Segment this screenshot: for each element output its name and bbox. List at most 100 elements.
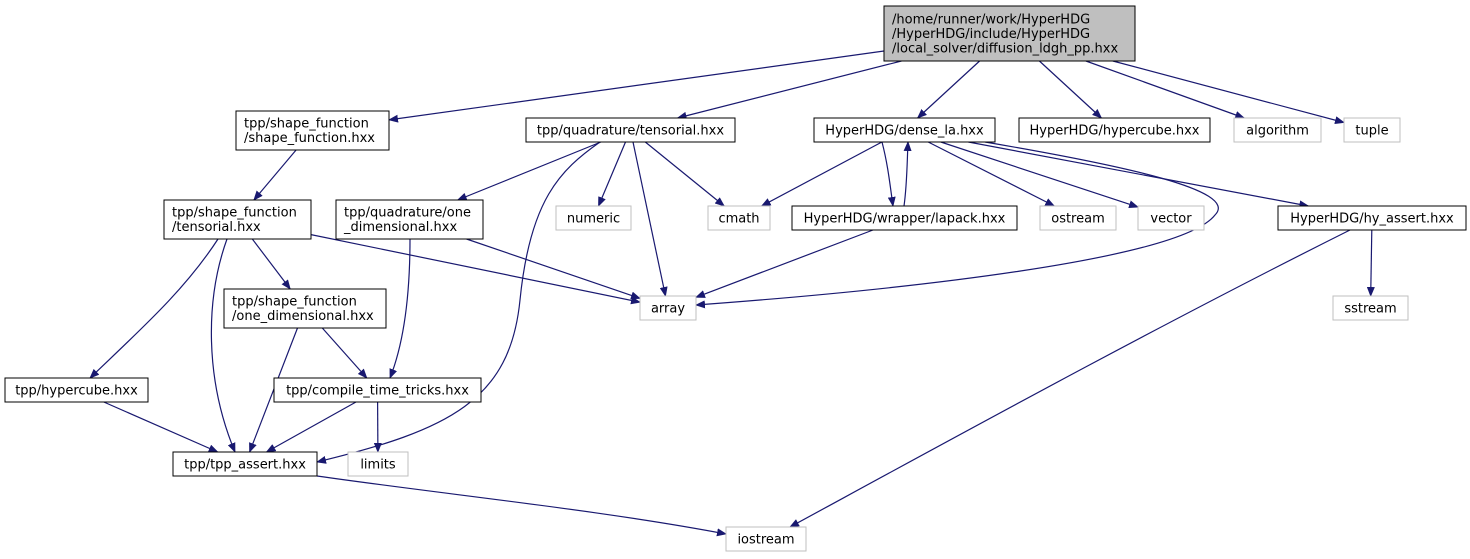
node-dense_la[interactable]: HyperHDG/dense_la.hxx (813, 117, 996, 143)
node-hy_assert[interactable]: HyperHDG/hy_assert.hxx (1277, 205, 1467, 231)
edge-hy_assert-to-sstream (1366, 229, 1375, 297)
edge-quad_tens-to-tpp_assert (316, 141, 601, 464)
node-limits: limits (347, 451, 409, 477)
edge-quad_tens-to-quad_one (456, 141, 602, 201)
edge-compile_time-to-tpp_assert (265, 401, 357, 453)
node-label-line: tpp/shape_function (244, 117, 369, 132)
node-label-line: _dimensional.hxx (343, 220, 457, 235)
edge-root-to-hypercube_hdg (1038, 60, 1103, 119)
node-quad_one[interactable]: tpp/quadrature/one_dimensional.hxx (335, 199, 484, 240)
edge-dense_la-to-cmath (760, 141, 883, 207)
node-box (1137, 205, 1205, 231)
node-quad_tens[interactable]: tpp/quadrature/tensorial.hxx (525, 117, 736, 143)
node-label-line: limits (360, 457, 396, 472)
node-box (639, 295, 697, 321)
node-lapack[interactable]: HyperHDG/wrapper/lapack.hxx (791, 205, 1018, 231)
node-label-line: /one_dimensional.hxx (232, 309, 374, 324)
node-box (163, 199, 312, 240)
node-box (223, 288, 387, 329)
node-label-line: algorithm (1246, 123, 1309, 138)
edge-dense_la-to-ostream (927, 141, 1056, 207)
edge-lapack-to-array (695, 229, 874, 298)
node-label-line: HyperHDG/dense_la.hxx (825, 123, 984, 138)
node-box (1277, 205, 1467, 231)
node-label-line: tuple (1355, 123, 1388, 138)
edge-dense_la-to-vector (940, 141, 1139, 209)
edge-quad_tens-to-array (632, 141, 668, 297)
node-box (172, 451, 318, 477)
edge-dense_la-to-hy_assert (968, 141, 1310, 209)
node-box (813, 117, 996, 143)
node-label-line: /HyperHDG/include/HyperHDG (892, 27, 1090, 42)
node-box (1233, 117, 1322, 143)
node-label-line: numeric (567, 211, 620, 226)
node-box (555, 205, 632, 231)
node-box (883, 5, 1136, 62)
node-numeric: numeric (555, 205, 632, 231)
node-box (347, 451, 409, 477)
node-box (1332, 295, 1409, 321)
node-label-line: /tensorial.hxx (172, 220, 261, 235)
edge-tpp_assert-to-iostream (316, 475, 727, 537)
edge-root-to-algorithm (1085, 60, 1246, 119)
node-label-line: HyperHDG/hy_assert.hxx (1290, 211, 1454, 226)
edge-hy_assert-to-iostream (789, 229, 1351, 528)
edge-sf_tens-to-tpp_hypercube (89, 238, 219, 379)
node-box (273, 377, 482, 403)
node-root[interactable]: /home/runner/work/HyperHDG/HyperHDG/incl… (883, 5, 1136, 62)
node-label-line: tpp/hypercube.hxx (15, 383, 138, 398)
node-box (791, 205, 1018, 231)
node-box (1039, 205, 1117, 231)
edge-sf_tens-to-array (310, 234, 641, 305)
node-label-line: /home/runner/work/HyperHDG (892, 12, 1090, 27)
node-box (335, 199, 484, 240)
node-sstream: sstream (1332, 295, 1409, 321)
node-box (235, 110, 390, 151)
edge-sf_shape-to-sf_tens (253, 149, 297, 201)
node-tuple: tuple (1343, 117, 1401, 143)
node-box (4, 377, 149, 403)
node-label-line: sstream (1344, 301, 1396, 316)
node-sf_shape[interactable]: tpp/shape_function/shape_function.hxx (235, 110, 390, 151)
node-box (725, 526, 807, 552)
node-array: array (639, 295, 697, 321)
node-vector: vector (1137, 205, 1205, 231)
edge-sf_tens-to-tpp_assert (210, 238, 236, 453)
edge-root-to-dense_la (916, 60, 981, 119)
edge-quad_one-to-array (466, 238, 641, 300)
node-label-line: tpp/shape_function (232, 295, 357, 310)
node-box (1343, 117, 1401, 143)
edge-root-to-sf_shape (388, 50, 885, 123)
node-box (707, 205, 771, 231)
node-sf_one[interactable]: tpp/shape_function/one_dimensional.hxx (223, 288, 387, 329)
node-compile_time[interactable]: tpp/compile_time_tricks.hxx (273, 377, 482, 403)
node-box (1018, 117, 1211, 143)
node-sf_tens[interactable]: tpp/shape_function/tensorial.hxx (163, 199, 312, 240)
edge-quad_tens-to-numeric (597, 141, 627, 207)
node-label-line: array (651, 301, 685, 316)
nodes-layer: /home/runner/work/HyperHDG/HyperHDG/incl… (4, 5, 1467, 552)
edge-quad_tens-to-cmath (644, 141, 725, 207)
node-iostream: iostream (725, 526, 807, 552)
node-label-line: tpp/quadrature/one (344, 206, 471, 221)
node-ostream: ostream (1039, 205, 1117, 231)
node-cmath: cmath (707, 205, 771, 231)
edge-root-to-tuple (1112, 60, 1345, 125)
edge-sf_tens-to-sf_one (251, 238, 291, 290)
edge-sf_one-to-compile_time (321, 327, 368, 379)
node-label-line: tpp/quadrature/tensorial.hxx (537, 123, 724, 138)
edge-tpp_hypercube-to-tpp_assert (103, 401, 219, 453)
edge-lapack-to-dense_la (903, 141, 912, 207)
node-label-line: cmath (718, 211, 759, 226)
node-tpp_hypercube[interactable]: tpp/hypercube.hxx (4, 377, 149, 403)
edge-quad_one-to-compile_time (389, 238, 411, 379)
node-label-line: tpp/tpp_assert.hxx (184, 457, 306, 472)
node-label-line: /local_solver/diffusion_ldgh_pp.hxx (892, 41, 1118, 56)
node-hypercube_hdg[interactable]: HyperHDG/hypercube.hxx (1018, 117, 1211, 143)
node-algorithm: algorithm (1233, 117, 1322, 143)
node-label-line: tpp/compile_time_tricks.hxx (286, 383, 469, 398)
node-label-line: HyperHDG/hypercube.hxx (1030, 123, 1200, 138)
node-label-line: ostream (1051, 211, 1105, 226)
node-tpp_assert[interactable]: tpp/tpp_assert.hxx (172, 451, 318, 477)
